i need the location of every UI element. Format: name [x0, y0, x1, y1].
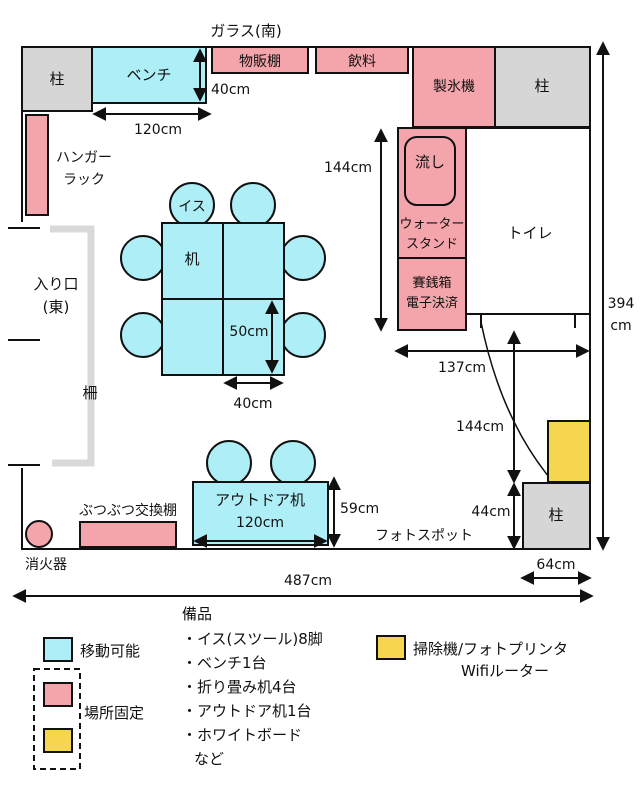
bench: [91, 46, 207, 104]
water-stand-label-2: スタンド: [406, 237, 458, 252]
chair: [230, 182, 276, 228]
legend-fixed-label: 場所固定: [84, 704, 144, 722]
pillar-bottom-right-label: 柱: [548, 506, 563, 524]
toilet: [465, 127, 591, 315]
counter-height-label: 144cm: [324, 160, 372, 176]
equipment-item: ・折り畳み机4台: [182, 678, 297, 696]
legend-special-label-2: Wifiルーター: [461, 662, 549, 680]
water-stand-label-1: ウォーター: [399, 217, 464, 232]
desk-depth-label: 50cm: [229, 324, 268, 340]
photo-spot-label: フォトスポット: [375, 528, 473, 544]
drinks-label: 飲料: [348, 54, 376, 70]
offering-box-label-1: 賽銭箱: [412, 275, 451, 291]
legend-movable-swatch: [43, 637, 73, 662]
fence: [50, 225, 95, 467]
equipment-item: ・アウトドア机1台: [182, 702, 312, 720]
chair: [120, 312, 166, 358]
outdoor-desk-depth-label: 59cm: [340, 501, 379, 517]
pillar-top-left: [21, 46, 93, 112]
outdoor-desk-label-2: 120cm: [236, 515, 284, 531]
chair: [120, 235, 166, 281]
hanger-rack: [25, 114, 49, 216]
legend-movable-label: 移動可能: [80, 642, 140, 660]
legend-special-swatch-2: [376, 635, 406, 660]
device-stand: [547, 420, 591, 483]
desk: [161, 298, 224, 376]
pillar-top-right-label: 柱: [534, 77, 549, 95]
equipment-item: ・ホワイトボード: [182, 726, 302, 744]
total-height-value: 394: [608, 296, 635, 312]
entrance-gap: [16, 222, 30, 468]
sink: [404, 136, 456, 206]
legend-fixed-swatch: [43, 682, 73, 707]
entrance-label-2: (東): [43, 298, 70, 316]
chair: [280, 235, 326, 281]
equipment-title: 備品: [182, 605, 212, 623]
chair: [206, 440, 252, 486]
legend-special-swatch: [43, 728, 73, 753]
pillar-width-label: 64cm: [536, 557, 575, 573]
hanger-rack-label-2: ラック: [63, 172, 105, 188]
swap-shelf-label: ぶつぶつ交換棚: [79, 502, 177, 519]
swap-shelf: [79, 521, 177, 548]
desk-label: 机: [184, 250, 199, 268]
desk: [222, 222, 285, 300]
entrance-label-1: 入り口: [33, 275, 78, 293]
equipment-item: ・イス(スツール)8脚: [182, 630, 323, 648]
equipment-item: ・ベンチ1台: [182, 654, 267, 672]
drinks-shelf: [315, 46, 409, 74]
pillar-depth-label: 44cm: [471, 504, 510, 520]
ice-machine-label: 製氷機: [433, 79, 475, 95]
total-height-unit: cm: [610, 318, 631, 334]
merch-shelf-label: 物販棚: [239, 54, 281, 70]
offering-box: [397, 257, 467, 331]
legend-special-label-1: 掃除機/フォトプリンタ: [413, 640, 568, 658]
total-width-label: 487cm: [284, 573, 332, 589]
fence-label: 柵: [82, 384, 97, 402]
fire-extinguisher-label: 消火器: [25, 557, 67, 573]
outdoor-desk-label-1: アウトドア机: [215, 491, 305, 509]
equipment-item: など: [194, 750, 224, 768]
bench-width-label: 120cm: [134, 122, 182, 138]
chair-label: イス: [178, 199, 206, 215]
bench-label: ベンチ: [126, 66, 171, 84]
chair: [280, 312, 326, 358]
pillar-top-left-label: 柱: [49, 70, 64, 88]
pillar-bottom-right: [522, 482, 591, 550]
legend-group-border: [33, 668, 81, 770]
toilet-label: トイレ: [507, 224, 552, 242]
fire-extinguisher: [25, 520, 53, 548]
door-gap-label: 144cm: [456, 419, 504, 435]
pillar-top-right: [494, 46, 591, 128]
toilet-width-label: 137cm: [438, 360, 486, 376]
desk-width-label: 40cm: [233, 396, 272, 412]
bench-depth-label: 40cm: [211, 82, 250, 98]
chair: [270, 440, 316, 486]
merch-shelf: [211, 46, 309, 74]
hanger-rack-label-1: ハンガー: [56, 150, 112, 166]
south-glass-label: ガラス(南): [210, 22, 281, 40]
offering-box-label-2: 電子決済: [406, 295, 458, 311]
sink-label: 流し: [415, 153, 445, 171]
